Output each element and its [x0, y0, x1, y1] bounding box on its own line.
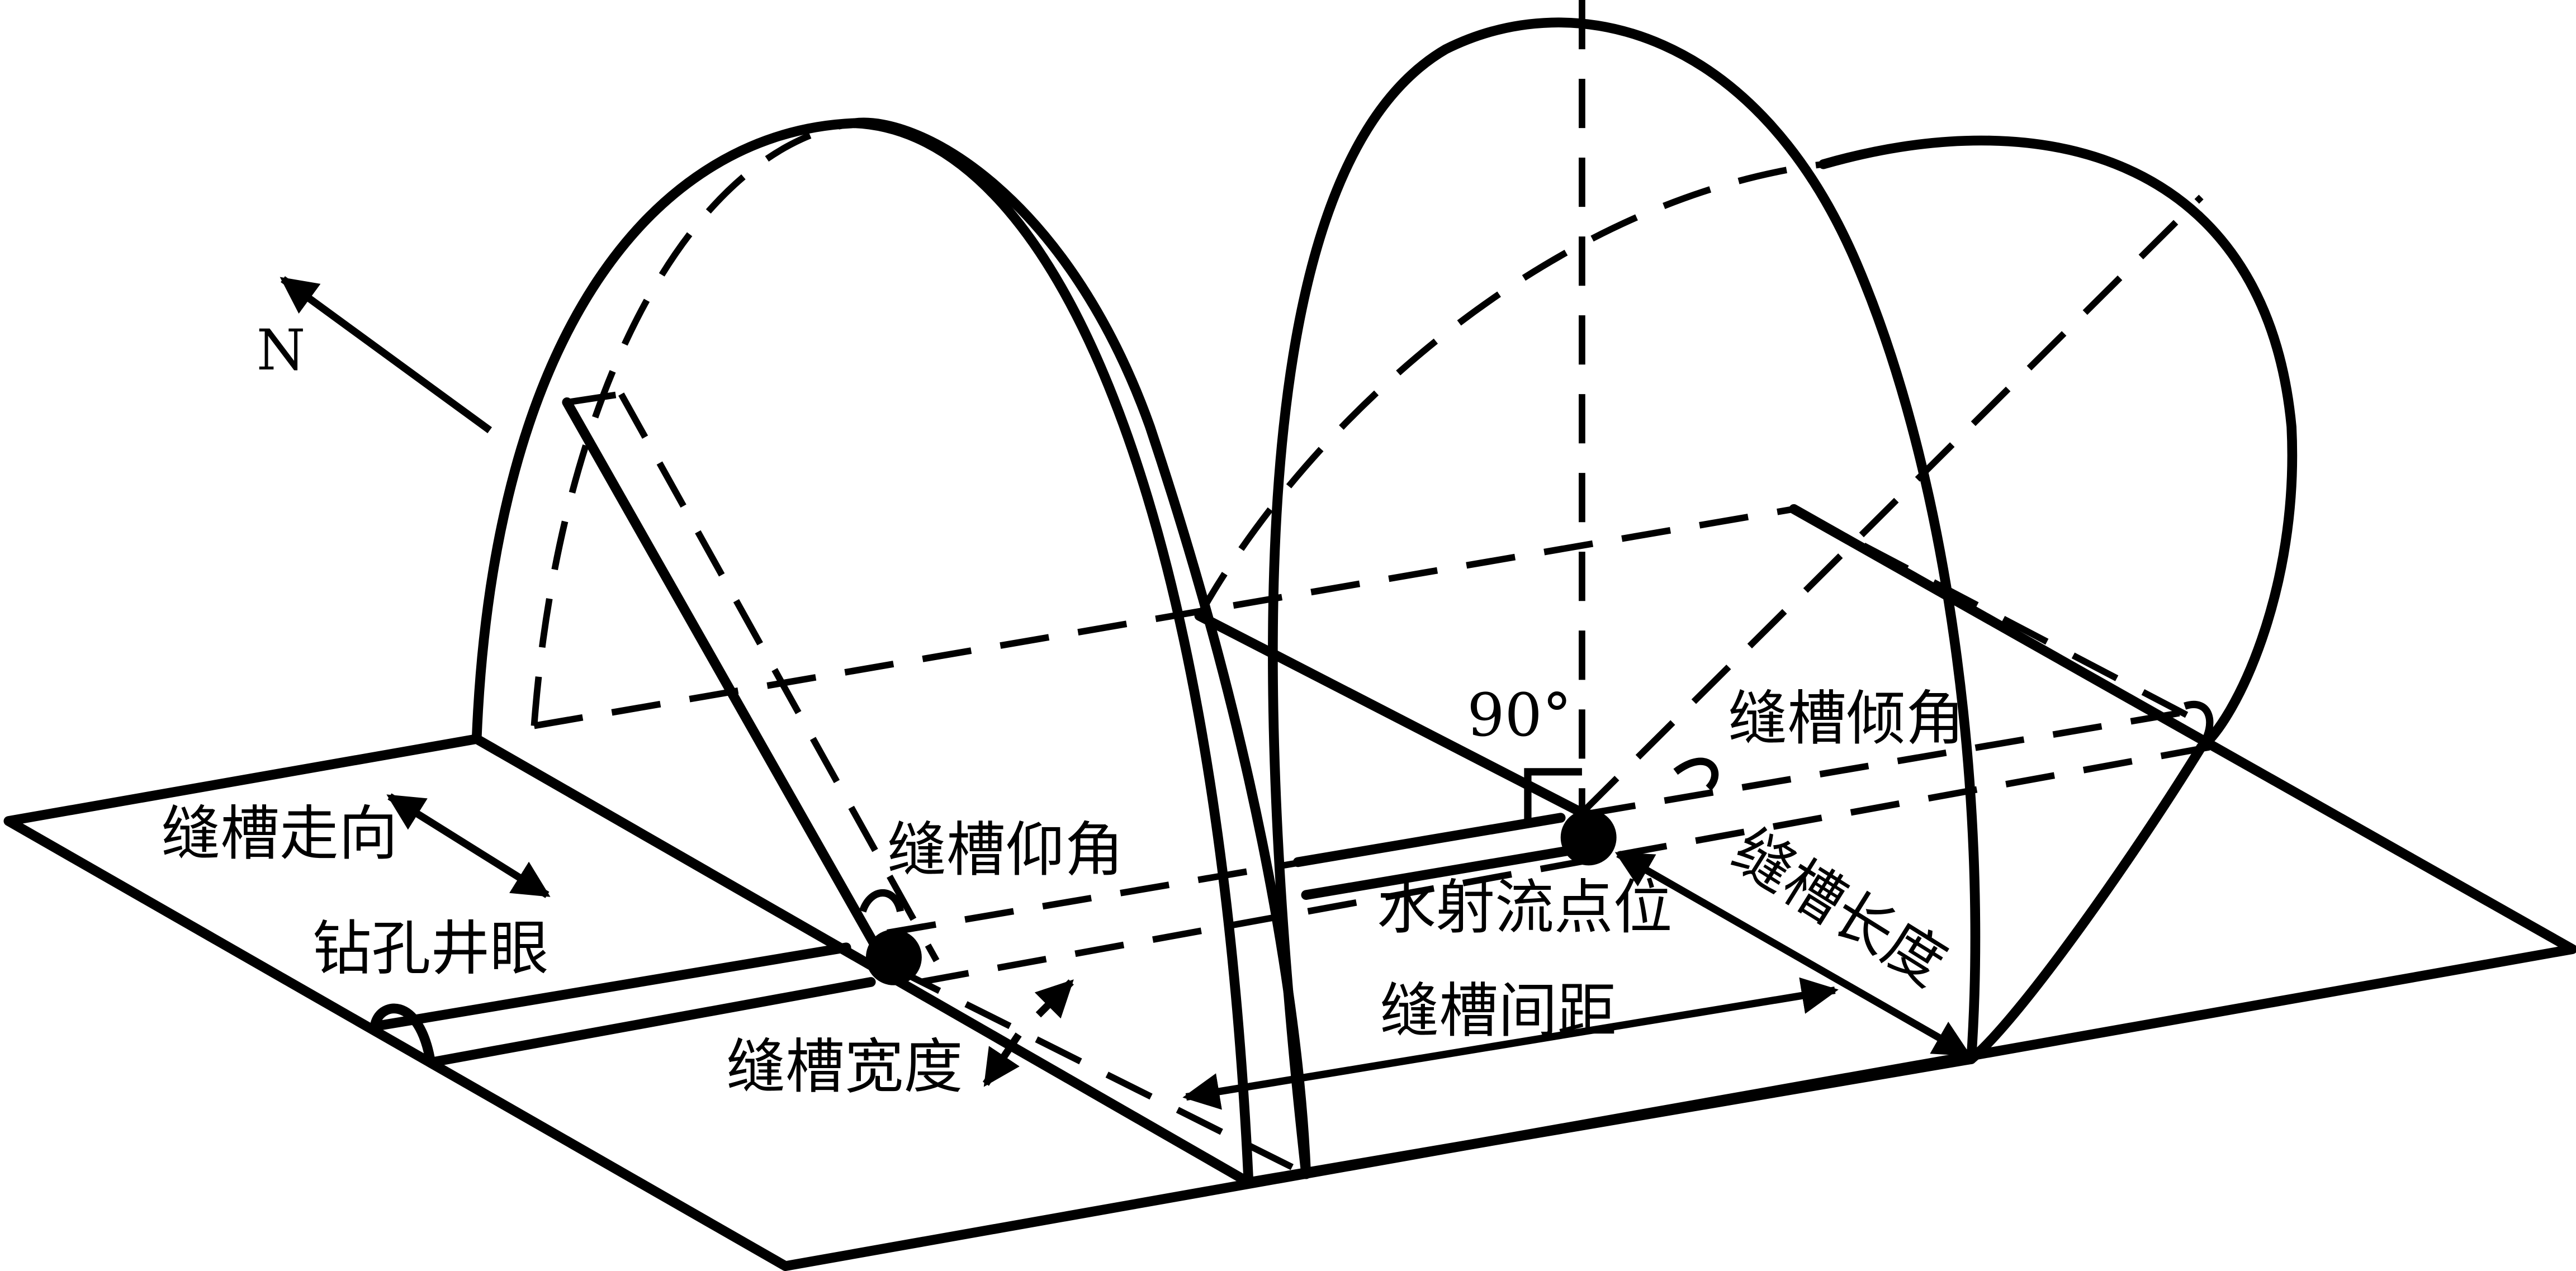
ground-edge-right	[1243, 1054, 1977, 1188]
borehole-label: 钻孔井眼	[312, 914, 549, 983]
slot-strike-label: 缝槽走向	[162, 799, 398, 868]
jet-point-1	[865, 929, 922, 985]
right-angle-mark	[1524, 768, 1582, 821]
second-slot	[1196, 0, 1981, 1179]
first-slot	[471, 117, 1311, 1188]
right-angle-label: 90°	[1467, 681, 1571, 750]
strike-arrow	[386, 793, 551, 898]
ref-line-mid	[887, 706, 2202, 936]
slot-base-line	[1194, 610, 1587, 818]
width-arrow-bottom	[982, 1032, 1022, 1087]
slot-elevation-label: 缝槽仰角	[887, 815, 1124, 884]
slot-width-label: 缝槽宽度	[726, 1032, 963, 1101]
length-arrow	[1614, 851, 1972, 1057]
ground-plane	[3, 504, 2576, 1271]
ref-line-low	[919, 744, 2210, 985]
slot-spacing-label: 缝槽间距	[1380, 976, 1617, 1045]
jet-point-label: 水射流点位	[1377, 873, 1673, 942]
inclined-slot	[1579, 135, 2298, 1064]
borehole	[370, 813, 1574, 1068]
ref-line-top	[533, 505, 1794, 729]
jet-point-2	[1560, 809, 1617, 866]
dip-angle-arc	[1673, 757, 1719, 791]
spacing-arrow	[1182, 977, 1839, 1110]
slot-dip-label: 缝槽倾角	[1728, 684, 1964, 753]
width-arrow-top	[1034, 979, 1074, 1019]
elevation-angle-arc	[859, 889, 905, 913]
north-label: N	[257, 317, 305, 383]
north-arrow	[280, 276, 493, 434]
slot-length-label: 缝槽长度	[1721, 815, 1958, 999]
